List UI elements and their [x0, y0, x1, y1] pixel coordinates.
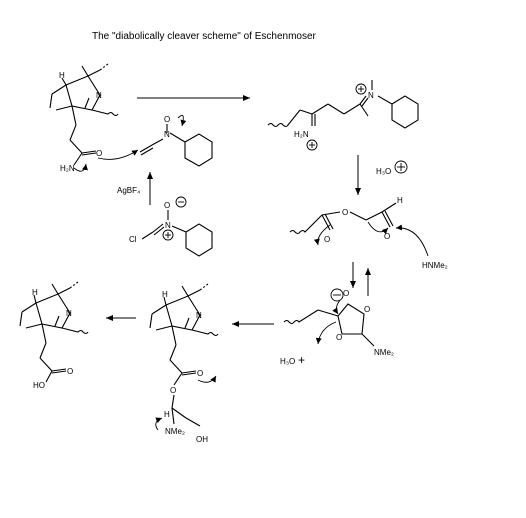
dioxolane-nme2-label: NMe₂ — [374, 348, 394, 357]
alkoxide-label: O — [343, 289, 349, 298]
ester-oxygen-label: O — [342, 208, 348, 217]
nitrone-nitrogen-label: N — [164, 130, 170, 139]
scheme-title: The "diabolically cleaver scheme" of Esc… — [92, 31, 316, 42]
reagent-agbf4-label: AgBF₄ — [117, 186, 140, 195]
molecule-dioxolane: O O O NMe₂ H₃O + — [280, 288, 394, 367]
nitrone-oxygen-label: O — [164, 115, 170, 124]
product-nme2-label: NMe₂ — [165, 427, 185, 436]
hydronium-label-1: H₃O — [376, 167, 391, 176]
chloro-nitrone-o-label: O — [164, 201, 170, 210]
chloro-nitrone-n-label: N — [165, 221, 171, 230]
product-nitrogen-label: N — [196, 311, 202, 320]
stereo-hydrogen-label: H — [59, 71, 65, 80]
dioxolane-o1-label: O — [336, 333, 342, 342]
acid-hydrogen-label: H — [32, 288, 38, 297]
amine-label: H₂N — [60, 164, 75, 173]
product-h-label: H — [164, 410, 170, 419]
acid-carbonyl-o-label: O — [67, 367, 73, 376]
acid-nitrogen-label: N — [66, 309, 72, 318]
plus-sign: + — [298, 353, 305, 367]
dimethylamine-label: HNMe₂ — [422, 261, 448, 270]
molecule-ester-aldehyde: O O O H HNMe₂ — [289, 196, 448, 270]
product-ester-o-label: O — [170, 386, 176, 395]
molecule-chloro-nitrone: Cl N O — [129, 196, 213, 257]
product-oh-label: OH — [196, 435, 208, 444]
iminium-amine-label: H₂N — [294, 130, 309, 139]
molecule-final-acid: N H O HO — [19, 281, 89, 390]
ring-nitrogen-label: N — [96, 91, 102, 100]
molecule-starting-material: N H O H₂N — [49, 63, 139, 173]
molecule-ester-intermediate: N H O O H NMe₂ OH — [149, 283, 219, 444]
molecule-vinyl-nitroso: N O — [139, 114, 213, 167]
molecule-iminium: N H₂N — [267, 80, 419, 151]
acid-hydroxyl-label: HO — [33, 381, 45, 390]
amide-oxygen-label: O — [96, 149, 102, 158]
chlorine-label: Cl — [129, 235, 137, 244]
hydronium-label-2: H₃O — [280, 357, 295, 366]
product-hydrogen-label: H — [162, 290, 168, 299]
dioxolane-o2-label: O — [364, 305, 370, 314]
product-carbonyl-o-label: O — [197, 369, 203, 378]
iminium-nitrogen-label: N — [368, 91, 374, 100]
carbonyl-oxygen-label: O — [324, 235, 330, 244]
aldehyde-hydrogen-label: H — [397, 196, 403, 205]
aldehyde-oxygen-label: O — [384, 232, 390, 241]
